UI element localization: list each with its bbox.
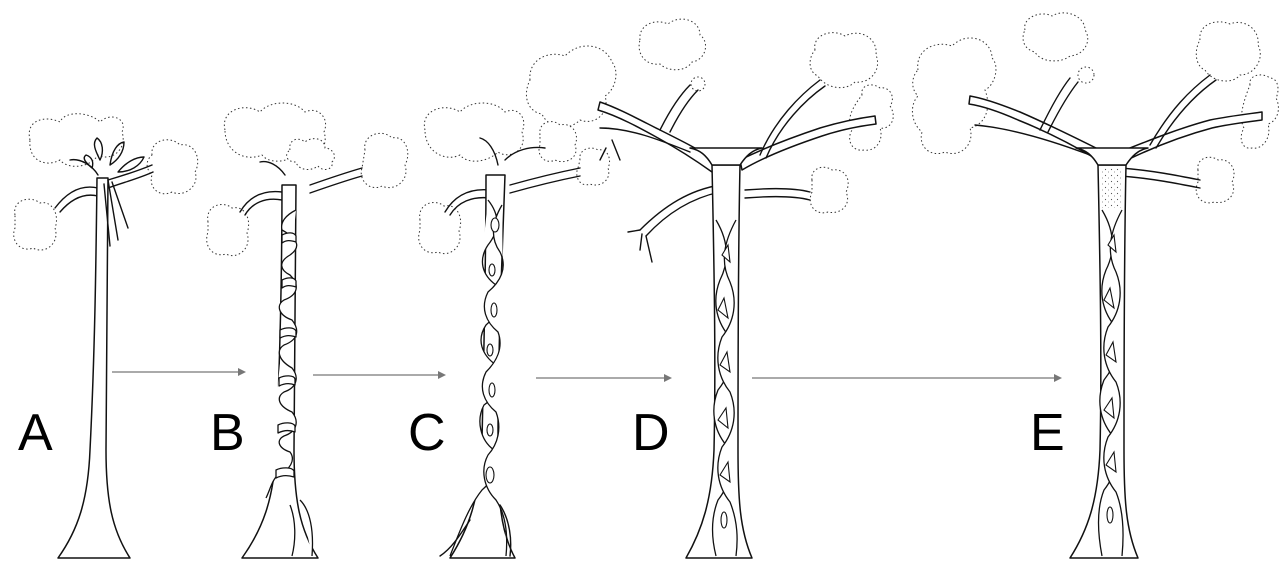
stage-label-e: E (1030, 404, 1065, 462)
transition-arrow-a-b (112, 368, 246, 376)
transition-arrow-c-d (536, 374, 672, 382)
stage-c-illustration (419, 46, 616, 558)
stage-label-a: A (18, 404, 53, 462)
stage-d-illustration (598, 19, 893, 558)
stage-label-d: D (632, 404, 670, 462)
stage-e-illustration (912, 13, 1278, 558)
transition-arrow-d-e (752, 374, 1062, 382)
transition-arrow-b-c (313, 371, 446, 379)
stage-a-illustration (14, 114, 198, 558)
stage-b-illustration (207, 103, 408, 558)
stage-label-c: C (408, 404, 446, 462)
stage-label-b: B (210, 404, 245, 462)
